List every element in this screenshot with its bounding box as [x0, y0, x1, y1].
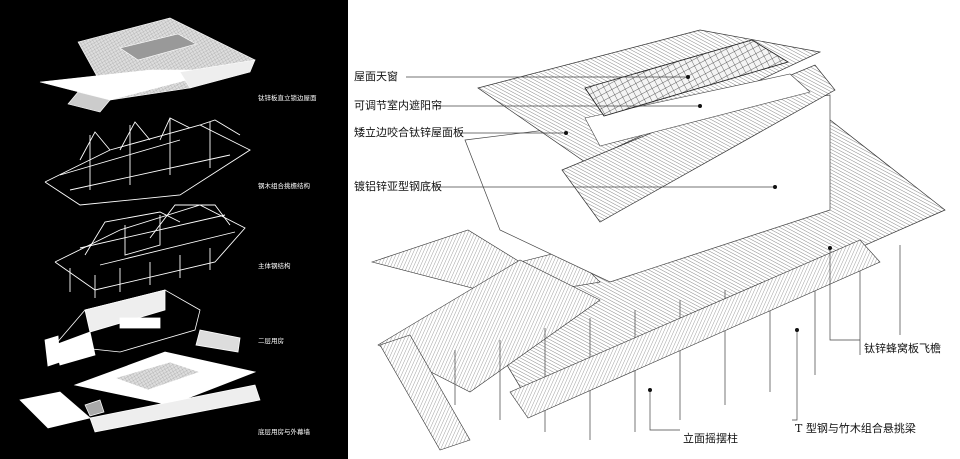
callout-rocking-column: 立面摇摆柱: [683, 431, 738, 445]
callout-roof-skylight: 屋面天窗: [354, 69, 398, 83]
layer-canopy-structure-drawing: [44, 117, 251, 206]
callout-steel-base-plate: 镀铝锌亚型钢底板: [354, 179, 442, 193]
left-label-main-steel: 主体钢结构: [258, 261, 291, 270]
layer-second-floor-drawing: [44, 289, 241, 367]
layer-main-steel-drawing: [54, 204, 246, 298]
leader-lines: [406, 75, 860, 431]
callout-adjustable-blind: 可调节室内遮阳帘: [354, 98, 442, 112]
left-label-ground-floor: 底层用房与外幕墙: [258, 427, 311, 436]
exploded-axonometric-panel: 钛锌板直立锁边屋面 钢木组合挑檐结构 主体钢结构 二层用房 底层用房与外幕墙: [0, 0, 348, 459]
roof-detail-drawing: [370, 29, 946, 451]
left-label-canopy-structure: 钢木组合挑檐结构: [258, 181, 311, 190]
left-label-roof: 钛锌板直立锁边屋面: [258, 93, 317, 102]
callout-honeycomb-eave: 钛锌蜂窝板飞檐: [864, 341, 941, 355]
left-label-second-floor: 二层用房: [258, 336, 284, 345]
callout-cantilever-beam: T 型钢与竹木组合悬挑梁: [795, 421, 916, 435]
layer-ground-floor-drawing: [19, 351, 261, 433]
callout-titanium-zinc-roof-panel: 矮立边咬合钛锌屋面板: [354, 125, 464, 139]
layer-roof-drawing: [39, 17, 256, 113]
